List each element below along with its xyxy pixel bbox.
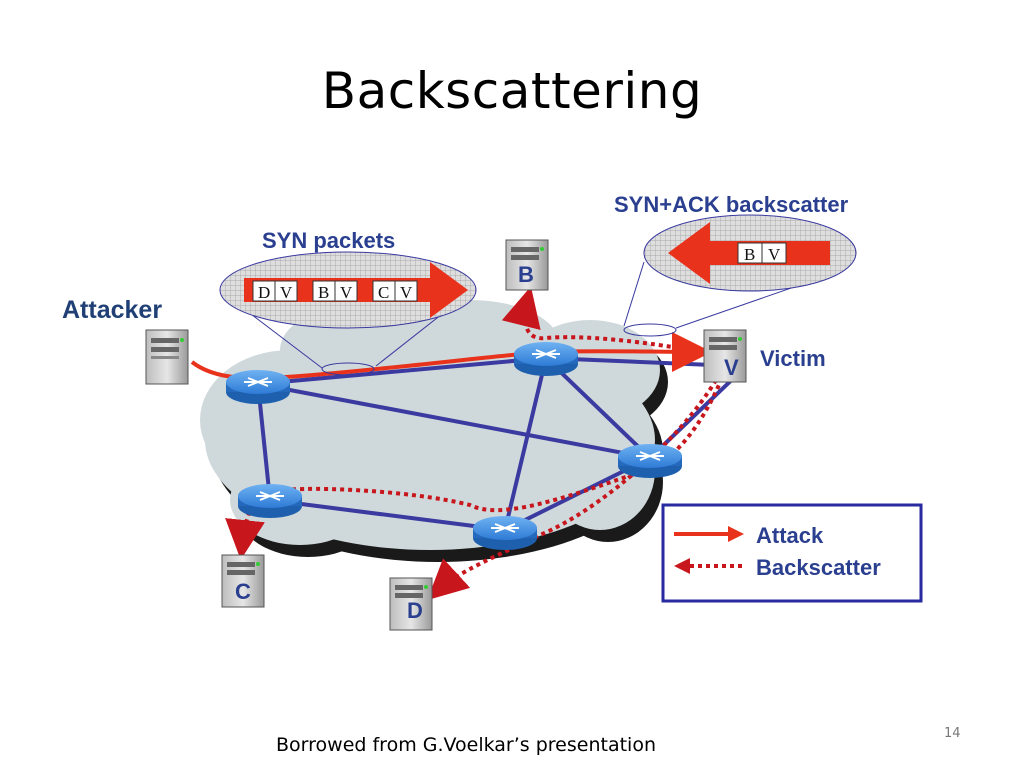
server-icon [389,577,433,631]
host-c-letter: C [235,579,251,604]
synack-backscatter-callout: SYN+ACK backscatter B V [614,192,857,337]
host-d: D [389,577,433,631]
link-r2-r3 [544,356,652,460]
host-c: C [221,554,265,608]
attacker-label: Attacker [62,296,162,324]
router-icon [226,370,290,404]
victim-label: Victim [760,346,826,371]
router-icon [514,342,578,376]
router-icon [238,484,302,518]
synack-packet-1-src: V [768,245,781,264]
syn-packet-3-src: V [400,283,413,302]
syn-packet-2-dst: B [318,283,329,302]
syn-callout-title: SYN packets [262,228,395,253]
legend-attack-label: Attack [756,523,824,548]
syn-packets-callout: SYN packets D V B V C V [219,228,477,376]
router-icon [473,516,537,550]
server-icon [505,239,549,291]
slide-caption: Borrowed from G.Voelkar’s presentation [276,734,656,756]
host-victim: V [703,329,747,383]
syn-packet-2: B V [312,280,358,302]
syn-packet-3: C V [372,280,418,302]
synack-packet-1-dst: B [744,245,755,264]
backscatter-paths [225,286,724,601]
synack-callout-title: SYN+ACK backscatter [614,192,849,217]
backscatter-path-c [225,377,724,560]
host-d-letter: D [407,598,423,623]
syn-packet-1-dst: D [258,283,270,302]
server-icon [145,329,189,385]
syn-packet-2-src: V [340,283,353,302]
server-icon [221,554,265,608]
routers [226,342,682,550]
legend-backscatter-label: Backscatter [756,555,881,580]
slide-title: Backscattering [321,62,703,120]
host-b: B [505,239,549,291]
server-icon [703,329,747,383]
legend-attack: Attack [674,523,824,548]
link-r1-r3 [257,382,651,460]
router-icon [618,444,682,478]
host-b-letter: B [518,262,534,287]
syn-packet-1: D V [252,280,298,302]
host-victim-letter: V [724,355,739,380]
link-r1-r2 [257,356,547,386]
syn-packet-1-src: V [280,283,293,302]
host-attacker [145,329,189,385]
legend: Attack Backscatter [661,503,923,603]
synack-packet-1: B V [737,242,787,264]
page-number: 14 [944,726,961,741]
backscatter-path-d [427,378,718,601]
legend-backscatter: Backscatter [674,555,881,580]
link-r2-r5 [503,357,548,531]
link-r4-r5 [269,498,506,532]
syn-packet-3-dst: C [378,283,389,302]
